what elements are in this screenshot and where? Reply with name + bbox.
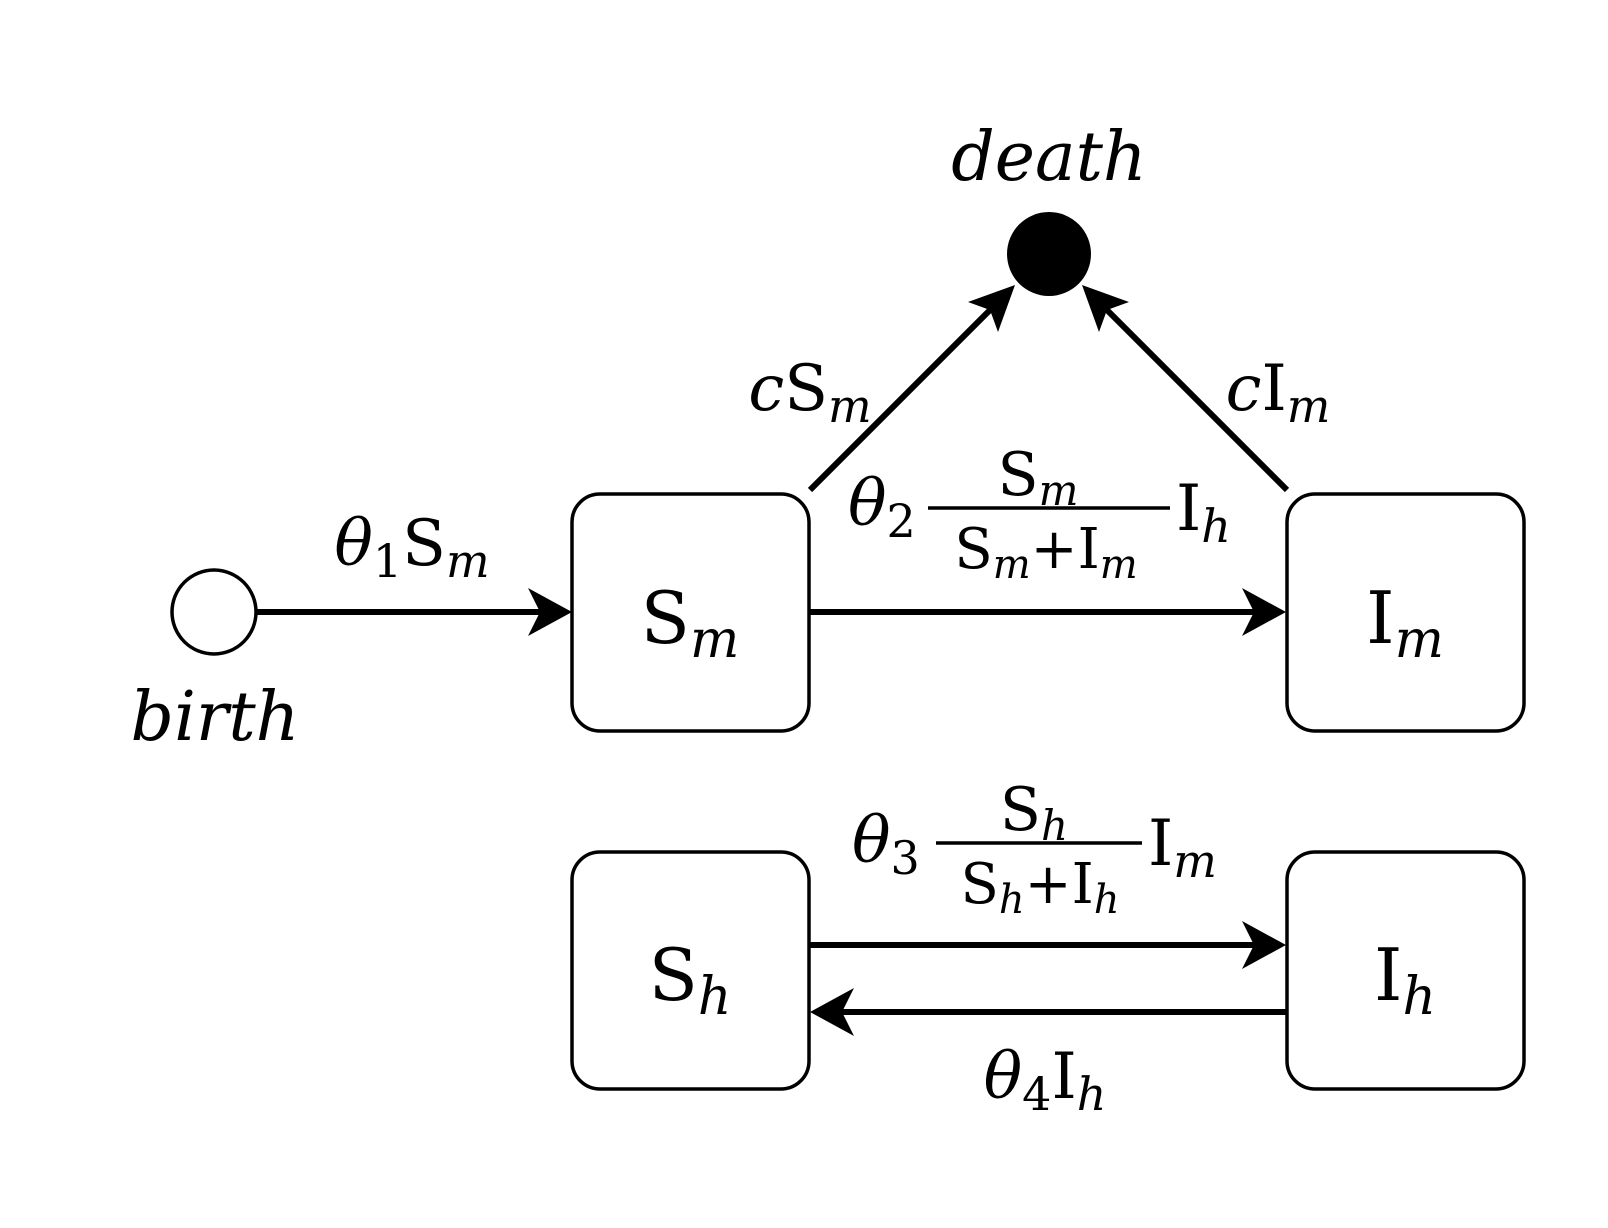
edge-birth-to-sm: [252, 588, 572, 636]
birth-label: birth: [131, 678, 300, 757]
edge-sm-to-im: [810, 588, 1286, 636]
death-node: [1007, 212, 1091, 296]
svg-text:θ2: θ2: [848, 467, 916, 548]
svg-text:Ih: Ih: [1176, 472, 1231, 553]
edge-ih-to-sh: [810, 988, 1286, 1036]
rate-sh-to-ih: θ3 Sh Sh+Ih Im: [852, 775, 1217, 923]
state-ih: Ih: [1285, 850, 1526, 1091]
rate-birth-to-sm: θ1Sm: [334, 507, 489, 588]
rate-sm-to-im: θ2 Sm Sm+Im Ih: [848, 440, 1231, 588]
edge-sh-to-ih: [810, 921, 1286, 969]
svg-text:Sm+Im: Sm+Im: [954, 517, 1137, 588]
svg-text:Sh: Sh: [1000, 775, 1068, 850]
svg-text:Sm: Sm: [998, 440, 1079, 515]
svg-text:Sm: Sm: [641, 576, 740, 670]
svg-text:Sh: Sh: [649, 933, 732, 1027]
arrowhead: [1242, 921, 1286, 969]
svg-text:Im: Im: [1366, 576, 1444, 670]
arrowhead: [1242, 588, 1286, 636]
rate-im-death: cIm: [1226, 352, 1331, 433]
rate-sm-death: cSm: [748, 352, 871, 433]
state-im: Im: [1285, 492, 1526, 733]
rate-ih-to-sh: θ4Ih: [984, 1040, 1107, 1121]
edge-sm-to-death: [807, 285, 1015, 493]
svg-text:Ih: Ih: [1374, 933, 1436, 1027]
state-sh: Sh: [570, 850, 811, 1091]
svg-text:Im: Im: [1148, 807, 1217, 888]
state-sm: Sm: [570, 492, 811, 733]
arrowhead: [528, 588, 572, 636]
svg-text:θ3: θ3: [852, 804, 920, 885]
birth-node: [170, 568, 258, 656]
arrowhead: [810, 988, 854, 1036]
arrowhead: [1082, 285, 1129, 332]
svg-text:Sh+Ih: Sh+Ih: [961, 852, 1120, 923]
death-label: death: [951, 118, 1146, 197]
arrowhead: [968, 285, 1015, 332]
edge-im-to-death: [1082, 285, 1290, 493]
